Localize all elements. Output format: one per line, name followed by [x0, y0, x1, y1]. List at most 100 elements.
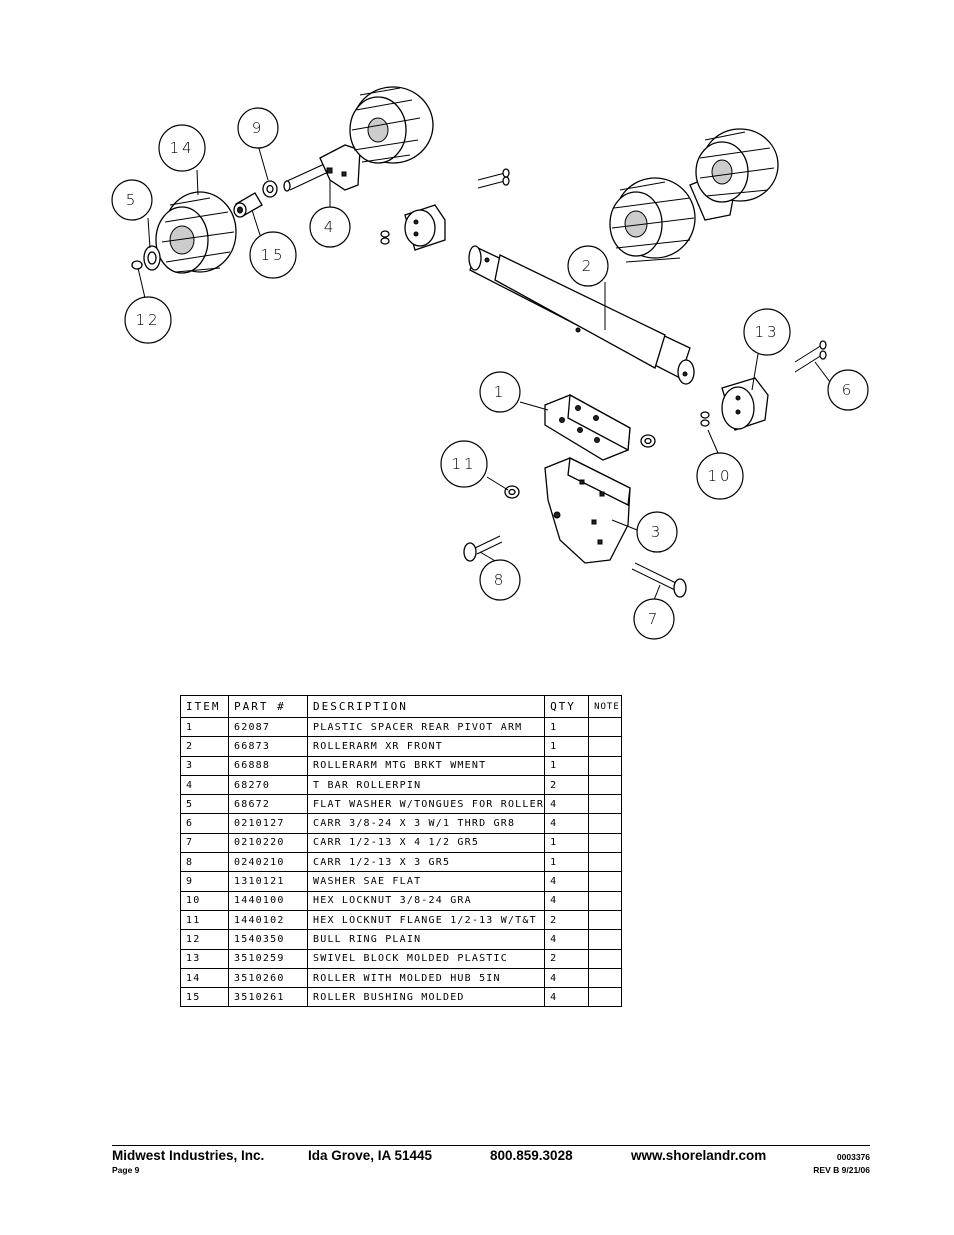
cell-qty: 2	[544, 774, 590, 796]
cell-description: CARR 1/2-13 X 3 GR5	[306, 852, 546, 873]
cell-description: HEX LOCKNUT 3/8-24 GRA	[306, 890, 546, 911]
cell-part-number: 68270	[228, 774, 308, 796]
svg-text:10: 10	[707, 467, 732, 485]
cell-part-number: 1310121	[228, 871, 308, 892]
cell-note	[588, 716, 623, 738]
cell-part-number: 62087	[228, 716, 308, 738]
cell-note	[588, 852, 623, 873]
cell-description: SWIVEL BLOCK MOLDED PLASTIC	[306, 948, 546, 969]
cell-description: HEX LOCKNUT FLANGE 1/2-13 W/T&T	[306, 909, 546, 931]
svg-text:1: 1	[494, 383, 507, 401]
cell-item: 7	[180, 832, 229, 854]
callout-1: 1	[479, 371, 521, 413]
footer-company: Midwest Industries, Inc.	[112, 1148, 265, 1163]
svg-text:3: 3	[651, 523, 664, 541]
cell-qty: 4	[544, 987, 590, 1008]
cell-item: 14	[180, 967, 229, 989]
cell-qty: 2	[544, 948, 590, 969]
header-note: NOTE	[588, 695, 623, 718]
cell-description: PLASTIC SPACER REAR PIVOT ARM	[306, 716, 546, 738]
cell-item: 2	[180, 736, 229, 757]
cell-item: 4	[180, 774, 229, 796]
cell-note	[588, 871, 623, 892]
callout-11: 11	[440, 440, 488, 488]
callout-13: 13	[743, 308, 791, 356]
cell-qty: 2	[544, 909, 590, 931]
footer-website: www.shorelandr.com	[631, 1148, 767, 1163]
callout-9: 9	[237, 107, 279, 149]
callout-15: 15	[249, 231, 297, 279]
cell-qty: 1	[544, 755, 590, 776]
cell-qty: 4	[544, 794, 590, 815]
cell-description: CARR 3/8-24 X 3 W/1 THRD GR8	[306, 813, 546, 834]
cell-description: BULL RING PLAIN	[306, 929, 546, 950]
cell-item: 3	[180, 755, 229, 776]
cell-item: 13	[180, 948, 229, 969]
cell-qty: 4	[544, 929, 590, 950]
header-description: DESCRIPTION	[306, 695, 546, 718]
cell-item: 10	[180, 890, 229, 911]
cell-description: T BAR ROLLERPIN	[306, 774, 546, 796]
cell-qty: 1	[544, 736, 590, 757]
header-qty: QTY	[544, 695, 590, 718]
cell-part-number: 68672	[228, 794, 308, 815]
callout-2: 2	[567, 245, 609, 287]
roller-arm-front	[468, 245, 695, 385]
cell-note	[588, 909, 623, 931]
callout-5: 5	[111, 179, 153, 221]
cell-item: 1	[180, 716, 229, 738]
cell-item: 8	[180, 852, 229, 873]
svg-text:9: 9	[252, 119, 265, 137]
svg-text:13: 13	[754, 323, 779, 341]
cell-qty: 1	[544, 852, 590, 873]
svg-text:5: 5	[126, 191, 139, 209]
callout-4: 4	[309, 206, 351, 248]
cell-item: 9	[180, 871, 229, 892]
cell-note	[588, 832, 623, 854]
roller-upper-left	[349, 86, 434, 164]
page-footer: Midwest Industries, Inc. Ida Grove, IA 5…	[112, 1145, 870, 1175]
cell-note	[588, 929, 623, 950]
cell-part-number: 1440100	[228, 890, 308, 911]
cell-part-number: 66888	[228, 755, 308, 776]
cell-item: 12	[180, 929, 229, 950]
carriage-bolts-top	[477, 168, 510, 189]
callout-leaders	[137, 144, 831, 601]
cell-part-number: 3510259	[228, 948, 308, 969]
footer-doc-number: 0003376	[836, 1152, 870, 1162]
cell-description: CARR 1/2-13 X 4 1/2 GR5	[306, 832, 546, 854]
cell-description: ROLLER BUSHING MOLDED	[306, 987, 546, 1008]
svg-text:7: 7	[648, 610, 661, 628]
svg-text:4: 4	[324, 218, 337, 236]
cell-part-number: 0240210	[228, 852, 308, 873]
cell-note	[588, 948, 623, 969]
cell-part-number: 66873	[228, 736, 308, 757]
svg-text:6: 6	[842, 381, 855, 399]
cell-qty: 4	[544, 813, 590, 834]
svg-text:15: 15	[260, 246, 285, 264]
footer-city: Ida Grove, IA 51445	[308, 1148, 433, 1163]
cell-note	[588, 967, 623, 989]
cell-note	[588, 774, 623, 796]
callout-12: 12	[124, 296, 172, 344]
header-item: ITEM	[180, 695, 229, 718]
cell-item: 15	[180, 987, 229, 1008]
carriage-bolt-8	[463, 535, 503, 562]
cell-note	[588, 794, 623, 815]
exploded-parts-diagram: 1 2 3 4 5 6 7 8 9 10 11 12 13 14 15	[111, 86, 869, 640]
cell-part-number: 1540350	[228, 929, 308, 950]
plastic-spacer	[544, 393, 631, 461]
cell-description: ROLLERARM MTG BRKT WMENT	[306, 755, 546, 776]
cell-part-number: 1440102	[228, 909, 308, 931]
